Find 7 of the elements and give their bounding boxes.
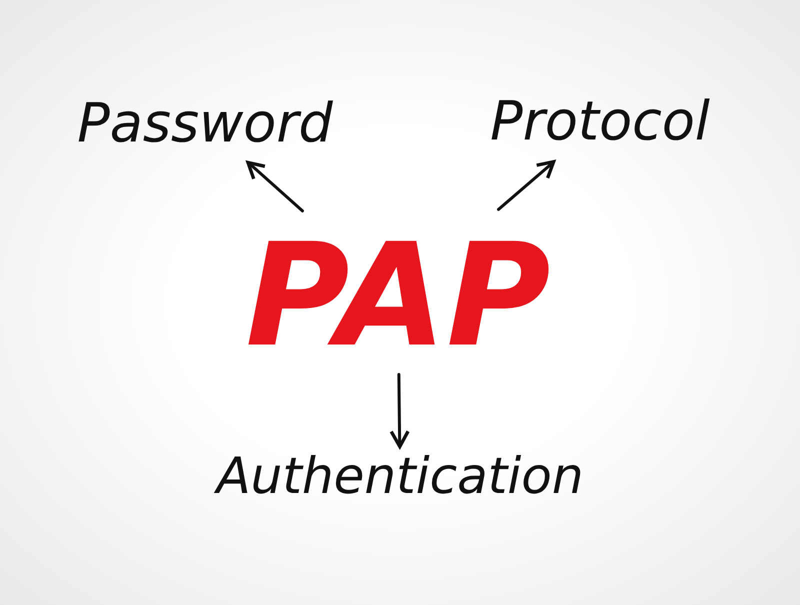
term-label: Protocol	[486, 94, 714, 150]
term-label: Password	[73, 96, 337, 152]
term-label: Authentication	[212, 450, 588, 502]
arrow	[390, 373, 409, 448]
arrow	[247, 162, 304, 212]
acronym-title: PAP	[242, 221, 554, 371]
arrow	[497, 161, 554, 211]
